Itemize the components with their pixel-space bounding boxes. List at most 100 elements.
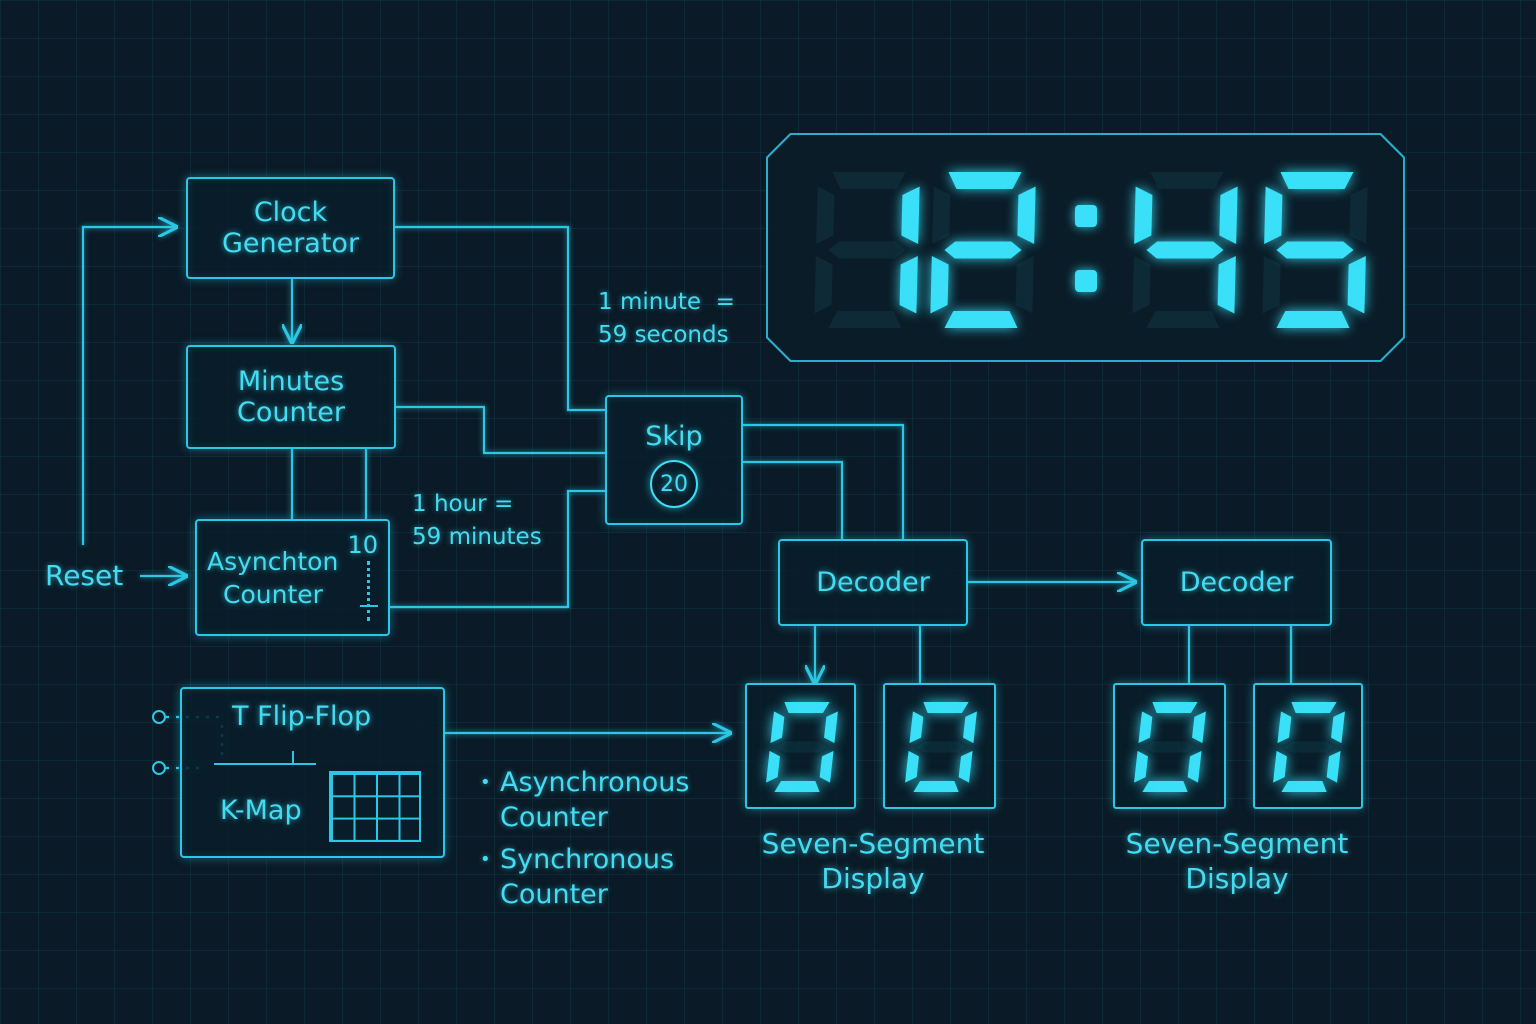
- small-digit-3-seg-a: [1152, 702, 1198, 713]
- clock-digit-1-seg-c: [899, 255, 918, 314]
- clock-digit-2-seg-e: [930, 255, 949, 314]
- async-counter-tap-bar: [360, 605, 378, 607]
- wire-reset-loop: [81, 227, 176, 545]
- small-digit-4-seg-f: [1277, 711, 1292, 744]
- decoder-left-block[interactable]: Decoder: [778, 539, 968, 626]
- clock-digit-1-seg-b: [901, 186, 920, 245]
- skip-label: Skip: [645, 421, 703, 452]
- bullet-async-counter: • Asynchronous Counter: [480, 765, 690, 835]
- clock-generator-block[interactable]: Clock Generator: [186, 177, 395, 279]
- small-digit-1-seg-e: [766, 750, 780, 783]
- clock-colon-bottom: [1075, 270, 1097, 292]
- small-digit-3-seg-f: [1138, 711, 1153, 744]
- clock-digit-1-seg-g: [828, 241, 906, 259]
- clock-digit-1: [814, 172, 920, 328]
- small-digit-4-seg-e: [1273, 750, 1287, 783]
- wire-skip-to-decoder-a: [743, 460, 844, 540]
- clock-digit-2: [930, 172, 1036, 328]
- clock-digit-4-seg-e: [1262, 255, 1281, 314]
- async-counter-tap: 10: [347, 531, 378, 559]
- skip-block[interactable]: Skip 20: [605, 395, 743, 525]
- clock-digit-2-seg-c: [1015, 255, 1034, 314]
- small-digit-3-seg-g: [1145, 741, 1195, 753]
- clock-digit-1-seg-f: [816, 186, 835, 245]
- clock-digit-4-seg-b: [1349, 186, 1368, 245]
- tff-label: T Flip-Flop: [232, 701, 372, 732]
- decoder-right-block[interactable]: Decoder: [1141, 539, 1332, 626]
- small-digit-1-seg-d: [774, 781, 820, 792]
- small-digit-2: [905, 702, 977, 792]
- skip-value: 20: [660, 471, 688, 497]
- async-counter-label-1: Asynchton: [207, 546, 339, 576]
- clock-digit-4: [1262, 172, 1368, 328]
- kmap-grid: [329, 771, 421, 842]
- minute-note-line-2: 59 seconds: [598, 322, 729, 348]
- clock-generator-label-1: Clock: [253, 197, 328, 228]
- clock-digit-4-seg-a: [1280, 172, 1354, 189]
- seven-seg-right-caption-1: Seven-Segment: [1125, 827, 1349, 860]
- async-counter-block[interactable]: Asynchton Counter 10: [195, 519, 390, 636]
- small-digit-4: [1273, 702, 1345, 792]
- small-digit-2-seg-c: [958, 750, 973, 783]
- small-digit-2-seg-a: [923, 702, 969, 713]
- small-digit-2-seg-b: [963, 711, 977, 744]
- minutes-counter-block[interactable]: Minutes Counter: [186, 345, 396, 449]
- tff-divider: [214, 763, 316, 765]
- clock-digit-1-seg-e: [814, 255, 833, 314]
- small-digit-3-seg-c: [1187, 750, 1202, 783]
- clock-colon-top: [1075, 205, 1097, 227]
- tff-kmap-block[interactable]: T Flip-Flop K-Map: [180, 687, 445, 858]
- hour-note-line-1: 1 hour =: [412, 491, 514, 517]
- clock-digit-3-seg-d: [1146, 311, 1220, 328]
- small-digit-1: [766, 702, 838, 792]
- seven-seg-left-caption: Seven-Segment Display: [748, 826, 998, 896]
- small-digit-2-seg-e: [905, 750, 919, 783]
- small-digit-4-seg-g: [1284, 741, 1334, 753]
- decoder-right-label: Decoder: [1179, 567, 1294, 598]
- tff-divider-tick: [292, 751, 294, 763]
- small-digit-4-seg-b: [1331, 711, 1345, 744]
- seven-seg-right-caption: Seven-Segment Display: [1112, 826, 1362, 896]
- kmap-label: K-Map: [220, 795, 302, 826]
- input-pin-a[interactable]: [152, 710, 166, 724]
- bullet-sync-line-1: Synchronous: [500, 844, 675, 875]
- small-digit-1-seg-b: [824, 711, 838, 744]
- clock-digit-2-seg-d: [944, 311, 1018, 328]
- wire-minutes-to-skip: [396, 405, 605, 455]
- clock-digit-1-seg-d: [828, 311, 902, 328]
- input-pin-b[interactable]: [152, 761, 166, 775]
- seven-seg-left-caption-2: Display: [821, 862, 925, 895]
- seven-seg-right-caption-2: Display: [1185, 862, 1289, 895]
- wire-clock-to-skip: [395, 225, 605, 412]
- clock-digit-4-seg-d: [1276, 311, 1350, 328]
- small-digit-2-seg-d: [913, 781, 959, 792]
- clock-digit-3-seg-f: [1134, 186, 1153, 245]
- wire-async-to-skip: [390, 489, 605, 609]
- minute-note: 1 minute = 59 seconds: [598, 286, 735, 352]
- bullet-async-line-2: Counter: [500, 802, 608, 833]
- small-digit-2-seg-f: [909, 711, 924, 744]
- small-digit-1-seg-g: [777, 741, 827, 753]
- small-digit-1-seg-a: [784, 702, 830, 713]
- clock-digit-4-seg-c: [1347, 255, 1366, 314]
- clock-digit-2-seg-f: [932, 186, 951, 245]
- small-digit-4-seg-d: [1281, 781, 1327, 792]
- bullet-sync-line-2: Counter: [500, 879, 608, 910]
- bullet-dot: •: [480, 772, 491, 793]
- clock-digit-3-seg-a: [1150, 172, 1224, 189]
- clock-digit-4-seg-g: [1276, 241, 1354, 259]
- small-digit-3-seg-b: [1192, 711, 1206, 744]
- small-digit-1-seg-f: [770, 711, 785, 744]
- clock-digit-2-seg-g: [944, 241, 1022, 259]
- clock-digit-2-seg-b: [1017, 186, 1036, 245]
- small-digit-1-seg-c: [819, 750, 834, 783]
- bullet-async-line-1: Asynchronous: [500, 767, 690, 798]
- clock-digit-2-seg-a: [948, 172, 1022, 189]
- minute-note-line-1: 1 minute =: [598, 289, 735, 315]
- small-digit-3-seg-d: [1142, 781, 1188, 792]
- clock-digit-3-seg-e: [1132, 255, 1151, 314]
- bullet-dot: •: [480, 849, 491, 870]
- wire-skip-to-decoder-b: [743, 423, 905, 540]
- async-counter-tap-line: [367, 561, 370, 621]
- small-digit-3: [1134, 702, 1206, 792]
